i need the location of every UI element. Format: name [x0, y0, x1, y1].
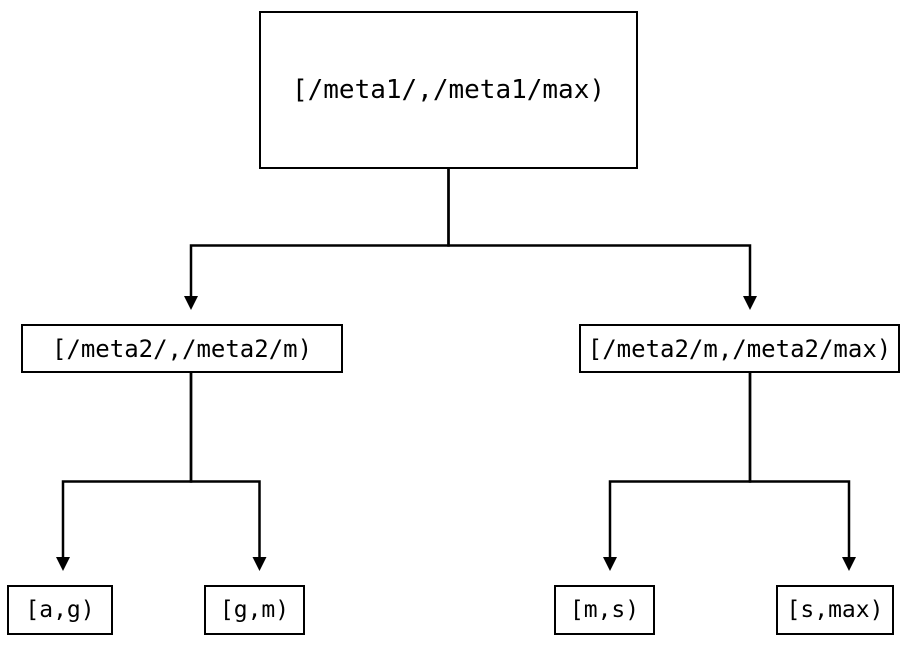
tree-node-label: [/meta2/,/meta2/m): [51, 334, 313, 363]
arrowhead-icon: [603, 557, 617, 571]
edge-midright-leaf3: [603, 373, 752, 571]
tree-node-label: [a,g): [25, 596, 95, 623]
tree-node-mid-right[interactable]: [/meta2/m,/meta2/max): [579, 324, 900, 373]
arrowhead-icon: [184, 296, 198, 310]
tree-node-mid-left[interactable]: [/meta2/,/meta2/m): [21, 324, 343, 373]
edge-root-mid-left: [184, 169, 450, 310]
tree-node-label: [s,max): [786, 596, 884, 623]
tree-node-leaf-4[interactable]: [s,max): [776, 585, 894, 635]
tree-node-leaf-1[interactable]: [a,g): [7, 585, 113, 635]
edge-root-mid-right: [447, 169, 757, 310]
arrowhead-icon: [743, 296, 757, 310]
tree-node-label: [g,m): [219, 596, 290, 623]
tree-node-root[interactable]: [/meta1/,/meta1/max): [259, 11, 638, 169]
tree-node-leaf-3[interactable]: [m,s): [554, 585, 655, 635]
tree-node-label: [/meta1/,/meta1/max): [291, 75, 606, 105]
arrowhead-icon: [56, 557, 70, 571]
edge-midleft-leaf1: [56, 373, 193, 571]
arrowhead-icon: [842, 557, 856, 571]
tree-node-label: [m,s): [569, 596, 640, 623]
arrowhead-icon: [252, 557, 267, 571]
edge-midright-leaf4: [748, 373, 856, 571]
tree-node-label: [/meta2/m,/meta2/max): [587, 334, 892, 363]
tree-node-leaf-2[interactable]: [g,m): [204, 585, 305, 635]
edge-midleft-leaf2: [189, 373, 267, 571]
